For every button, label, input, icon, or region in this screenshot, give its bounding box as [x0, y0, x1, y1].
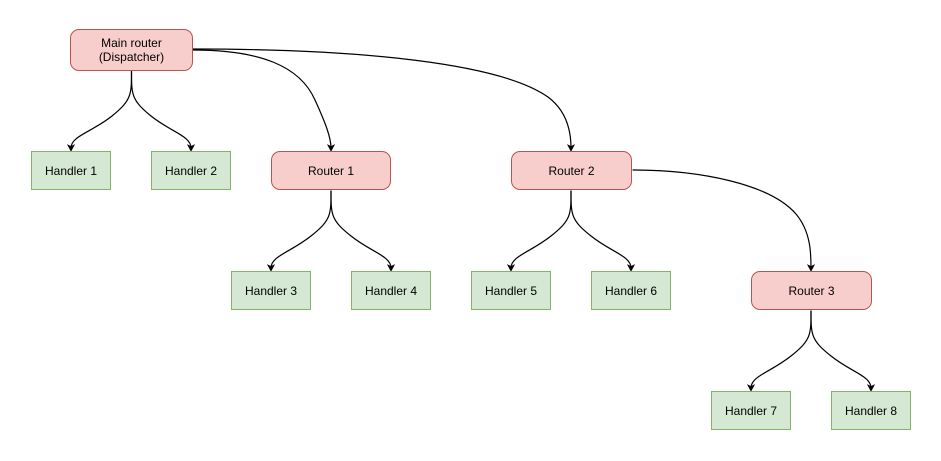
edge-router-1-to-handler-3 [266, 190, 332, 272]
edges-group [66, 48, 876, 392]
edge-router-2-to-router-3 [632, 169, 816, 272]
node-label-handler-4: Handler 4 [364, 283, 418, 298]
node-handler-4[interactable]: Handler 4 [351, 271, 431, 310]
node-handler-6[interactable]: Handler 6 [591, 271, 671, 310]
node-label-router-3: Router 3 [788, 283, 835, 298]
edge-router-2-to-handler-6 [570, 190, 636, 272]
edge-main-router-to-handler-1 [66, 70, 133, 152]
node-label-handler-1: Handler 1 [44, 163, 98, 178]
node-label-handler-2: Handler 2 [164, 163, 218, 178]
node-handler-8[interactable]: Handler 8 [831, 391, 911, 430]
node-label-handler-5: Handler 5 [484, 283, 538, 298]
edge-main-router-to-router-2 [192, 48, 576, 152]
node-handler-2[interactable]: Handler 2 [151, 151, 231, 190]
node-label-handler-7: Handler 7 [724, 403, 778, 418]
edge-main-router-to-router-1 [192, 49, 336, 152]
node-label-handler-8: Handler 8 [844, 403, 898, 418]
node-label-handler-3: Handler 3 [244, 283, 298, 298]
node-handler-5[interactable]: Handler 5 [471, 271, 551, 310]
edge-main-router-to-handler-2 [130, 70, 196, 152]
edge-router-3-to-handler-7 [746, 310, 812, 392]
node-router-1[interactable]: Router 1 [271, 151, 391, 190]
node-router-3[interactable]: Router 3 [751, 271, 872, 310]
node-handler-3[interactable]: Handler 3 [231, 271, 311, 310]
node-handler-7[interactable]: Handler 7 [711, 391, 791, 430]
node-handler-1[interactable]: Handler 1 [31, 151, 111, 190]
node-main-router[interactable]: Main router (Dispatcher) [70, 29, 193, 71]
node-router-2[interactable]: Router 2 [511, 151, 632, 190]
node-label-main-router: Main router (Dispatcher) [98, 36, 165, 64]
edge-router-3-to-handler-8 [810, 310, 876, 392]
node-label-router-1: Router 1 [307, 163, 355, 178]
edge-router-1-to-handler-4 [330, 190, 396, 272]
edge-router-2-to-handler-5 [506, 190, 572, 272]
node-label-handler-6: Handler 6 [604, 283, 658, 298]
node-label-router-2: Router 2 [548, 163, 595, 178]
